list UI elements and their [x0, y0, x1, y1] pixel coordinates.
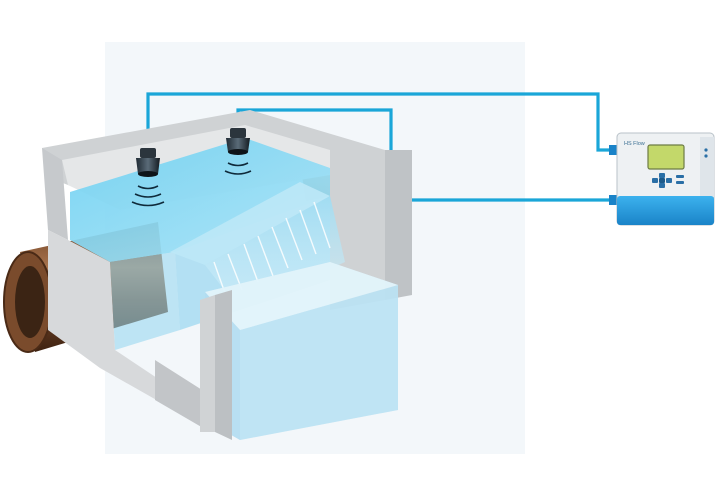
controller-cable-gland-bottom: [609, 195, 619, 205]
controller-brand-label: HS Flow: [624, 141, 645, 147]
key-down-icon: [659, 183, 665, 188]
controller-display: [647, 144, 685, 170]
key-esc-icon: [676, 181, 684, 184]
v-notch-weir: [170, 182, 345, 310]
controller-side-panel: [700, 137, 714, 197]
key-up-icon: [659, 173, 665, 178]
controller-base: [617, 196, 714, 225]
flow-controller: HS Flow: [609, 132, 715, 226]
sound-wave-icon: [131, 185, 165, 207]
key-right-icon: [666, 178, 672, 183]
key-left-icon: [652, 178, 658, 183]
chamber-front-wall: [42, 148, 232, 440]
cable-upstream-sensor: [146, 92, 617, 152]
key-enter-icon: [659, 178, 665, 183]
controller-cable-gland-top: [609, 145, 619, 155]
controller-indicator-leds: [704, 148, 708, 158]
upstream-level-sensor: [131, 148, 165, 207]
controller-keypad: [652, 173, 684, 188]
downstream-basin: [205, 262, 398, 440]
sound-wave-icon: [224, 162, 252, 175]
downstream-level-sensor: [224, 128, 252, 175]
key-menu-icon: [676, 175, 684, 178]
